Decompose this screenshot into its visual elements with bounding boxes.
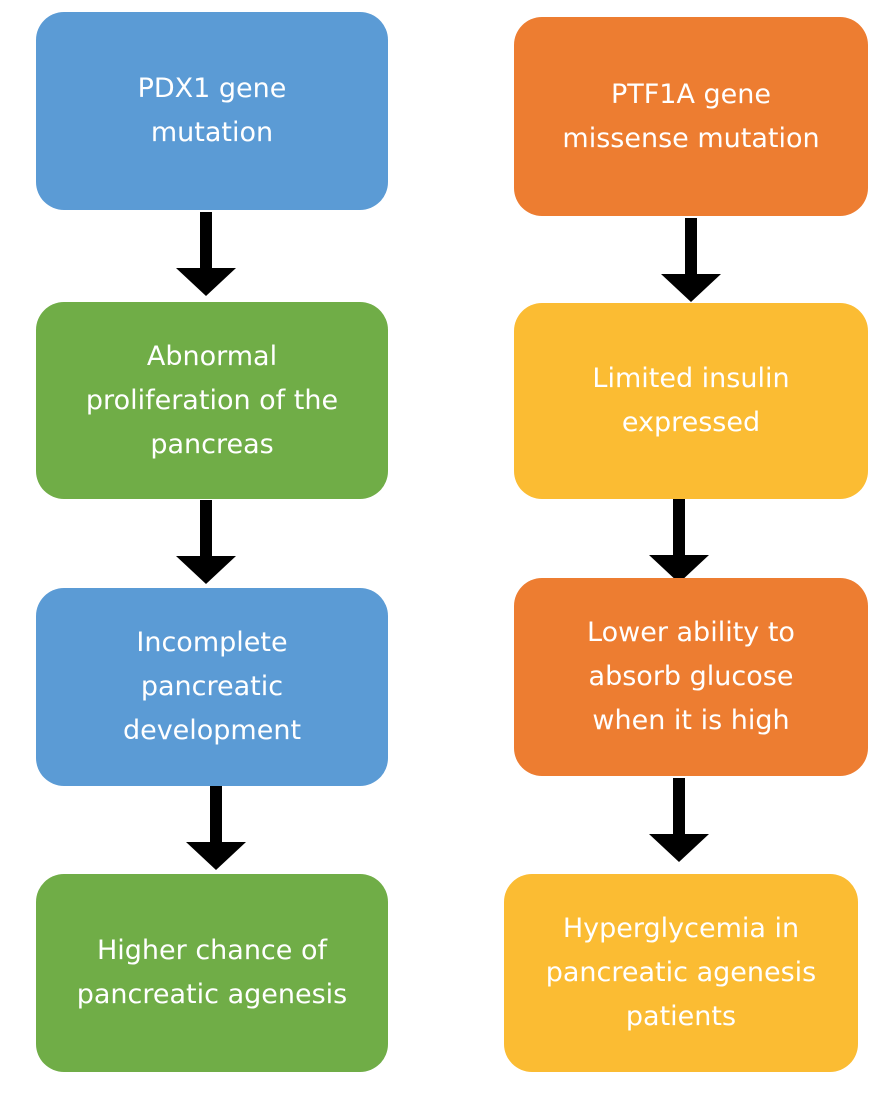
abnormal-proliferation-text: Abnormal proliferation of the pancreas xyxy=(85,340,339,460)
incomplete-development-text: Incomplete pancreatic development xyxy=(122,627,302,746)
down-arrow-icon xyxy=(649,499,709,585)
abnormal-proliferation-box: Abnormal proliferation of the pancreas xyxy=(36,302,388,499)
limited-insulin-box: Limited insulin expressed xyxy=(514,303,868,499)
incomplete-development-box: Incomplete pancreatic development xyxy=(36,588,388,786)
pdx1-mutation-text: PDX1 gene mutation xyxy=(137,73,287,148)
down-arrow-icon xyxy=(186,786,246,872)
lower-glucose-absorption-box: Lower ability to absorb glucose when it … xyxy=(514,578,868,776)
hyperglycemia-text: Hyperglycemia in pancreatic agenesis pat… xyxy=(545,913,817,1032)
pdx1-mutation-box: PDX1 gene mutation xyxy=(36,12,388,210)
ptf1a-mutation-box: PTF1A gene missense mutation xyxy=(514,17,868,216)
hyperglycemia-box: Hyperglycemia in pancreatic agenesis pat… xyxy=(504,874,858,1072)
down-arrow-icon xyxy=(176,212,236,298)
higher-chance-agenesis-text: Higher chance of pancreatic agenesis xyxy=(76,935,348,1010)
higher-chance-agenesis-box: Higher chance of pancreatic agenesis xyxy=(36,874,388,1072)
down-arrow-icon xyxy=(176,500,236,586)
ptf1a-mutation-text: PTF1A gene missense mutation xyxy=(562,78,820,154)
down-arrow-icon xyxy=(661,218,721,304)
down-arrow-icon xyxy=(649,778,709,864)
limited-insulin-text: Limited insulin expressed xyxy=(592,363,790,438)
lower-glucose-absorption-text: Lower ability to absorb glucose when it … xyxy=(587,617,795,736)
